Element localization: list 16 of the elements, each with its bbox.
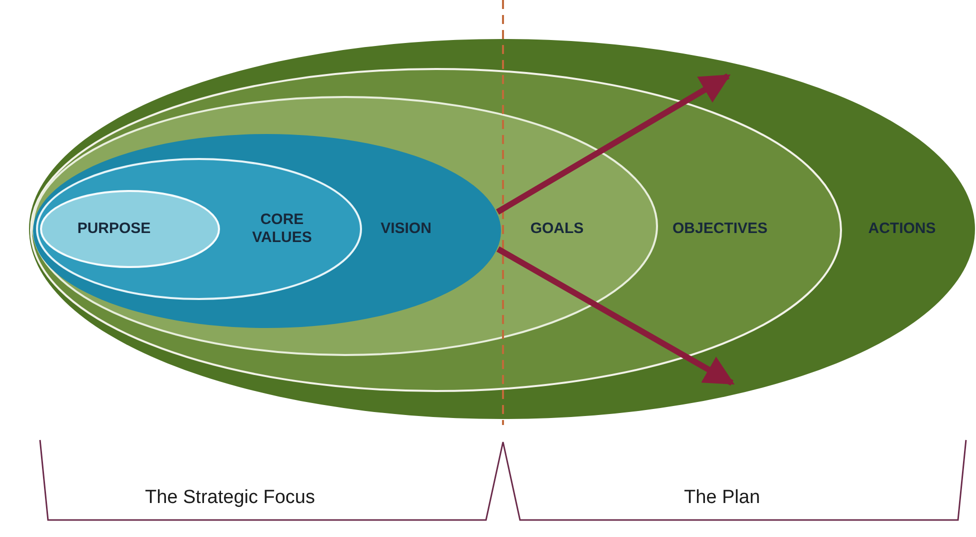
arrow (496, 246, 735, 386)
ellipse-region (40, 190, 220, 268)
ellipse-label: PURPOSE (76, 220, 152, 238)
ellipse-region (32, 133, 502, 329)
ellipse-label: VISION (380, 220, 432, 238)
ellipse-region (28, 38, 976, 420)
ellipse-region (30, 68, 842, 392)
arrow (496, 73, 731, 215)
ellipse-label: GOALS (529, 220, 585, 238)
ellipse-label: CORE VALUES (251, 211, 313, 247)
bracket-label: The Strategic Focus (144, 487, 316, 509)
bracket-label: The Plan (684, 487, 760, 509)
ellipse-label: OBJECTIVES (671, 220, 769, 238)
ellipse-region (36, 158, 362, 300)
ellipse-region (32, 96, 658, 356)
ellipse-label: ACTIONS (867, 220, 937, 238)
